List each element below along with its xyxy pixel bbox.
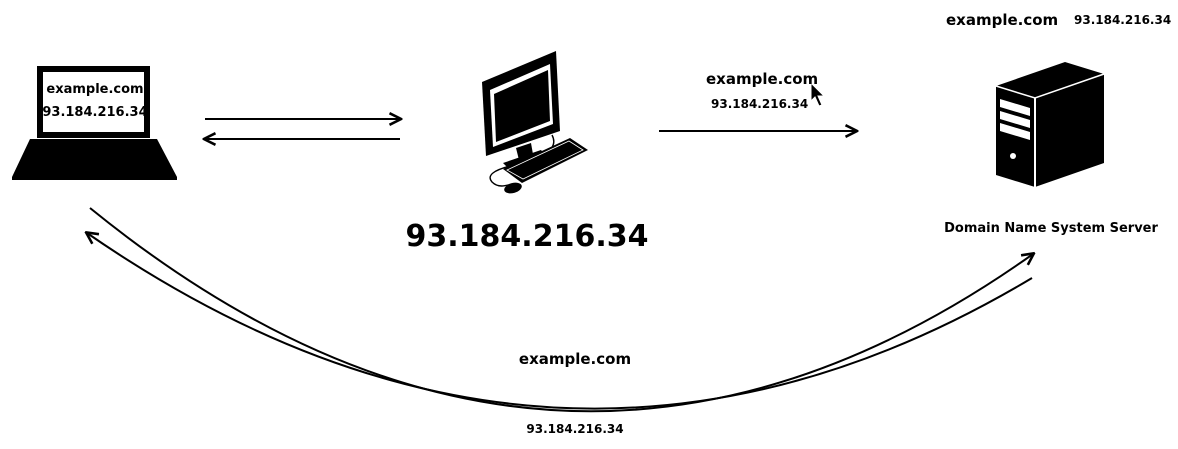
mouse-pointer-icon [810, 81, 826, 107]
top-right-domain-label: example.com [946, 11, 1059, 29]
arc-laptop-to-server [89, 207, 1033, 413]
arc-domain-label: example.com [518, 350, 632, 368]
server-tower-icon [995, 62, 1105, 187]
laptop-domain-label: example.com [46, 82, 144, 97]
top-right-ip-label: 93.184.216.34 [1074, 13, 1172, 27]
laptop-icon [12, 66, 177, 180]
laptop-ip-label: 93.184.216.34 [42, 105, 148, 120]
arc-ip-label: 93.184.216.34 [526, 422, 624, 436]
arc-server-to-laptop [87, 233, 1033, 410]
desktop-ip-label: 93.184.216.34 [405, 219, 649, 254]
desktop-computer-icon [482, 51, 588, 194]
request-ip-label: 93.184.216.34 [711, 97, 809, 111]
request-domain-label: example.com [706, 70, 819, 88]
server-label: Domain Name System Server [944, 221, 1158, 236]
